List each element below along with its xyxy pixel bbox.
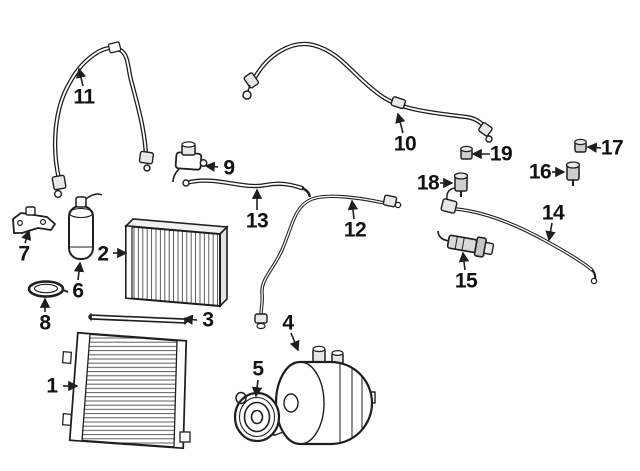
ac-hose-11-drawing	[51, 41, 155, 199]
leader-3	[182, 314, 198, 325]
ac-pipe-13-drawing	[182, 178, 312, 198]
leader-17	[586, 142, 602, 153]
leader-5	[251, 379, 263, 398]
service-valve-16-drawing	[565, 161, 581, 186]
leader-9	[204, 161, 219, 172]
callout-label-19[interactable]: 19	[489, 142, 513, 166]
callout-label-1[interactable]: 1	[46, 374, 58, 398]
leader-10	[395, 112, 406, 134]
callout-label-14[interactable]: 14	[541, 201, 565, 225]
ac-pipe-12-drawing	[254, 194, 402, 330]
clamp-ring-drawing	[27, 280, 69, 298]
service-valve-18-drawing	[453, 172, 469, 197]
leader-12	[347, 199, 359, 220]
callout-label-8[interactable]: 8	[39, 311, 51, 335]
expansion-valve-drawing	[172, 141, 208, 183]
callout-label-9[interactable]: 9	[223, 156, 235, 180]
callout-label-6[interactable]: 6	[72, 279, 84, 303]
suction-hose-10-drawing	[242, 41, 493, 143]
condenser-drawing	[61, 331, 191, 450]
callout-label-2[interactable]: 2	[97, 242, 109, 266]
receiver-drier-drawing	[68, 193, 103, 260]
valve-cap-19-drawing	[460, 145, 473, 160]
radiator-core-drawing	[124, 218, 229, 308]
leader-15	[458, 251, 470, 271]
leader-14	[545, 222, 556, 242]
callout-label-3[interactable]: 3	[202, 308, 214, 332]
callout-label-15[interactable]: 15	[454, 269, 478, 293]
callout-label-13[interactable]: 13	[245, 209, 269, 233]
valve-cap-17-drawing	[574, 138, 587, 153]
leader-6	[73, 261, 85, 281]
clutch-pulley-drawing	[233, 391, 281, 443]
leader-7	[21, 229, 32, 244]
callout-label-12[interactable]: 12	[343, 218, 367, 242]
callout-label-4[interactable]: 4	[282, 311, 294, 335]
callout-label-17[interactable]: 17	[600, 136, 624, 160]
callout-label-11[interactable]: 11	[73, 85, 95, 109]
seal-strip-drawing	[88, 313, 188, 325]
leader-4	[289, 332, 300, 352]
pressure-sensor-drawing	[437, 230, 495, 258]
callout-label-16[interactable]: 16	[528, 160, 552, 184]
callout-label-5[interactable]: 5	[252, 357, 264, 381]
callout-label-18[interactable]: 18	[416, 171, 440, 195]
callout-label-7[interactable]: 7	[18, 242, 30, 266]
compressor-drawing	[270, 345, 376, 446]
mounting-bracket-drawing	[12, 206, 56, 234]
leader-arrows	[21, 67, 602, 398]
leader-11	[75, 67, 87, 87]
callout-label-10[interactable]: 10	[393, 132, 417, 156]
